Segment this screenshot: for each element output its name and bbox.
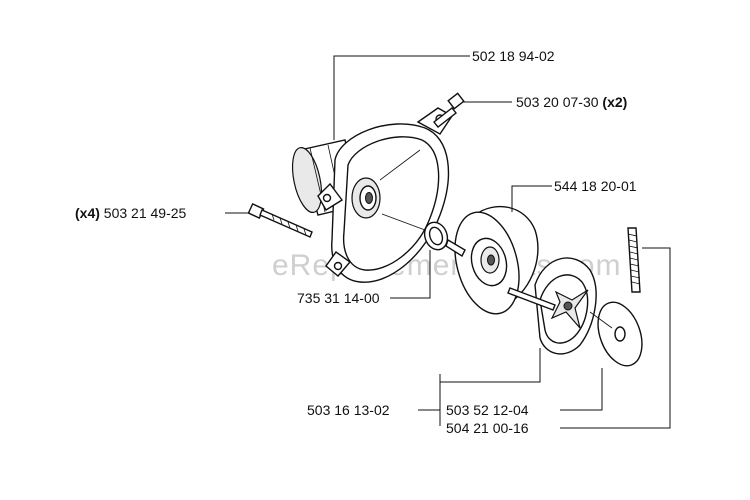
label-502-18-94-02: 502 18 94-02: [472, 48, 555, 64]
clutch-drum-drawing: [445, 205, 539, 315]
label-503-52-12-04: 503 52 12-04: [446, 402, 529, 418]
gear-housing-drawing: [291, 107, 453, 283]
clutch-shoes-drawing: [507, 257, 597, 355]
washer-drawing: [589, 301, 643, 367]
label-503-16-13-02: 503 16 13-02: [307, 402, 390, 418]
label-504-21-00-16: 504 21 00-16: [446, 420, 529, 436]
label-544-18-20-01: 544 18 20-01: [554, 178, 637, 194]
label-503-20-07-30: 503 20 07-30 (x2): [516, 94, 627, 110]
mount-screw-drawing: [247, 203, 313, 238]
label-503-21-49-25: (x4) 503 21 49-25: [75, 205, 187, 221]
part-labels: 502 18 94-02 503 20 07-30 (x2) 544 18 20…: [75, 48, 637, 436]
threaded-stud-drawing: [627, 227, 641, 293]
leader-lines: [225, 55, 671, 429]
label-735-31-14-00: 735 31 14-00: [297, 290, 380, 306]
seal-ring-drawing: [423, 221, 449, 251]
housing-screw-drawing: [433, 92, 465, 128]
